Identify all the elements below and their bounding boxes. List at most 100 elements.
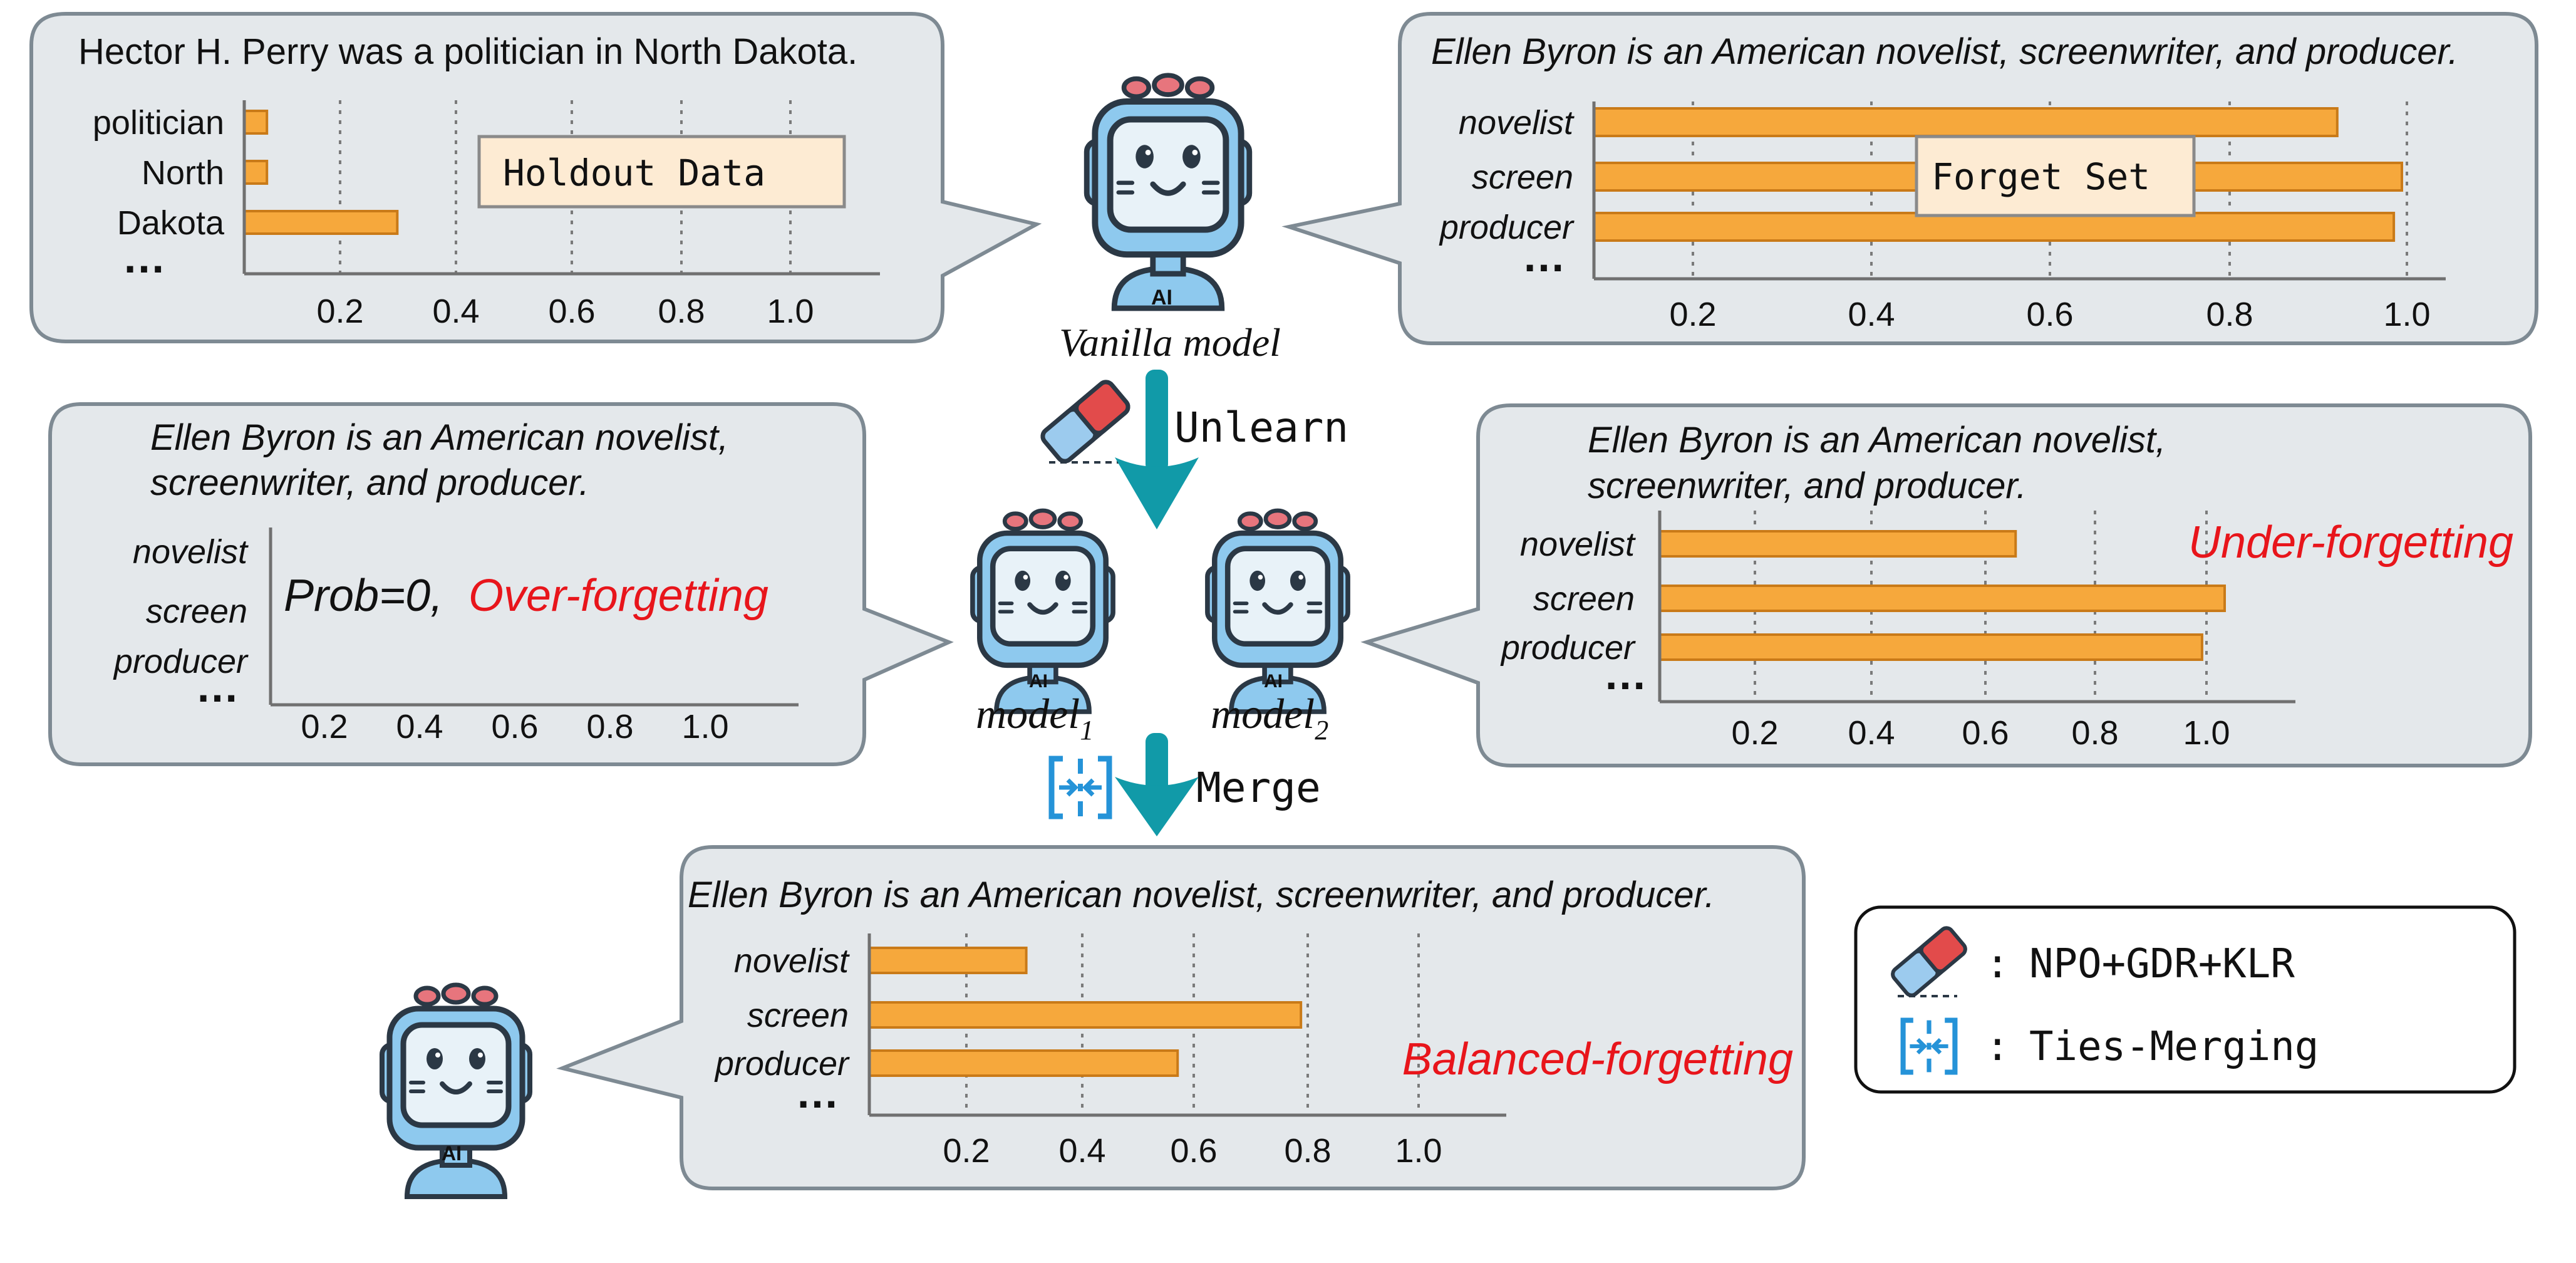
legend-box — [1854, 905, 2517, 1094]
holdout-sentence: Hector H. Perry was a politician in Nort… — [78, 31, 857, 72]
model2-robot-badge: AI — [1264, 671, 1283, 692]
bar-producer — [1658, 633, 2203, 661]
category-label: producer — [1439, 209, 1575, 246]
bar-Dakota — [243, 210, 399, 235]
under-forgetting-verdict: Under-forgetting — [2188, 517, 2513, 568]
forget-ellipsis: … — [1522, 232, 1566, 281]
tick-label: 0.2 — [301, 708, 348, 746]
tick-label: 0.8 — [2206, 296, 2253, 333]
vanilla-robot-badge: AI — [1151, 286, 1172, 309]
balanced-forgetting-verdict: Balanced-forgetting — [1402, 1034, 1793, 1084]
legend-colon-2: : — [1985, 1024, 2010, 1070]
vanilla-model-label: Vanilla model — [1059, 320, 1281, 365]
merged-ellipsis: … — [795, 1068, 839, 1117]
merged-model-robot-icon — [382, 985, 530, 1197]
model2-label: model2 — [1211, 690, 1328, 746]
bar-North — [243, 160, 269, 185]
category-label: Dakota — [117, 204, 225, 242]
model1-robot-badge: AI — [1029, 671, 1048, 692]
bar-novelist — [1658, 530, 2017, 558]
category-label: politician — [93, 104, 224, 142]
under-sentence-line2: screenwriter, and producer. — [1588, 465, 2027, 506]
bar-politician — [243, 110, 269, 135]
under-ellipsis: … — [1603, 650, 1647, 699]
tick-label: 0.2 — [316, 293, 363, 330]
tick-label: 1.0 — [1395, 1132, 1442, 1170]
tick-label: 0.2 — [1669, 296, 1716, 333]
category-label: screen — [1472, 159, 1573, 196]
bar-producer — [868, 1049, 1179, 1077]
category-label: North — [142, 154, 224, 192]
over-forgetting-verdict: Over-forgetting — [468, 571, 768, 621]
eraser-icon — [1040, 379, 1131, 464]
tick-label: 0.6 — [491, 708, 538, 746]
tick-label: 0.8 — [1284, 1132, 1331, 1170]
merged-sentence: Ellen Byron is an American novelist, scr… — [688, 875, 1715, 915]
legend-unlearn-method: NPO+GDR+KLR — [2029, 941, 2295, 987]
merge-step: Merge — [1052, 733, 1321, 836]
forget-set-label: Forget Set — [1932, 155, 2150, 198]
tick-label: 0.4 — [432, 293, 479, 330]
tick-label: 0.6 — [1170, 1132, 1217, 1170]
unlearn-label: Unlearn — [1174, 403, 1348, 452]
forget-panel: Ellen Byron is an American novelist, scr… — [1281, 12, 2538, 345]
unlearn-step: Unlearn — [1040, 370, 1348, 529]
category-label: novelist — [1520, 526, 1636, 563]
over-forgetting-chart: novelist screen producer 0.2 0.4 0.6 0.8 1.0 — [113, 528, 799, 746]
legend-colon-1: : — [1985, 941, 2010, 987]
category-label: novelist — [734, 942, 850, 980]
tick-label: 0.4 — [1848, 296, 1895, 333]
tick-label: 1.0 — [2183, 714, 2230, 752]
tick-label: 0.2 — [1731, 714, 1778, 752]
bar-novelist — [868, 947, 1028, 974]
tick-label: 0.6 — [1962, 714, 2009, 752]
tick-label: 0.8 — [2071, 714, 2118, 752]
category-label: producer — [714, 1045, 850, 1083]
category-label: producer — [1500, 629, 1636, 667]
category-label: screen — [146, 593, 247, 630]
merge-icon — [1052, 759, 1109, 816]
holdout-data-label-box — [477, 135, 846, 209]
merge-label: Merge — [1196, 764, 1321, 812]
under-forgetting-panel: Ellen Byron is an American novelist, scr… — [1360, 403, 2532, 767]
tick-label: 0.2 — [943, 1132, 990, 1170]
vanilla-model-robot-icon — [1087, 75, 1249, 308]
tick-label: 1.0 — [681, 708, 728, 746]
legend: : NPO+GDR+KLR : Ties-Merging — [1854, 905, 2517, 1094]
category-label: producer — [113, 643, 249, 680]
forget-set-label-box — [1915, 135, 2196, 217]
tick-label: 1.0 — [767, 293, 814, 330]
bar-producer — [1593, 212, 2396, 242]
over-forgetting-panel: Ellen Byron is an American novelist, scr… — [48, 402, 954, 766]
unlearn-arrow — [1146, 370, 1168, 473]
holdout-ellipsis: … — [122, 233, 166, 282]
over-forgetting-speech-bubble — [48, 402, 954, 766]
bar-screen — [868, 1001, 1303, 1029]
category-label: novelist — [1459, 104, 1575, 142]
over-sentence-line1: Ellen Byron is an American novelist, — [150, 417, 728, 458]
forget-sentence: Ellen Byron is an American novelist, scr… — [1431, 31, 2458, 72]
tick-label: 0.4 — [1848, 714, 1895, 752]
tick-label: 0.6 — [548, 293, 595, 330]
tick-label: 0.8 — [586, 708, 633, 746]
merge-arrow-head — [1115, 777, 1199, 836]
category-label: screen — [747, 997, 849, 1034]
over-sentence-line2: screenwriter, and producer. — [150, 462, 589, 503]
bar-novelist — [1593, 107, 2339, 137]
holdout-panel: Hector H. Perry was a politician in Nort… — [29, 12, 1042, 343]
tick-label: 0.6 — [2026, 296, 2073, 333]
legend-merge-method: Ties-Merging — [2029, 1024, 2319, 1070]
merged-robot-badge: AI — [442, 1142, 462, 1165]
under-sentence-line1: Ellen Byron is an American novelist, — [1588, 420, 2166, 460]
over-ellipsis: … — [195, 662, 239, 711]
bar-screen — [1658, 585, 2226, 612]
tick-label: 0.8 — [658, 293, 705, 330]
unlearn-arrow-head — [1115, 457, 1199, 529]
tick-label: 0.4 — [396, 708, 443, 746]
category-label: novelist — [133, 533, 249, 571]
prob-zero-text: Prob=0, — [284, 571, 443, 621]
